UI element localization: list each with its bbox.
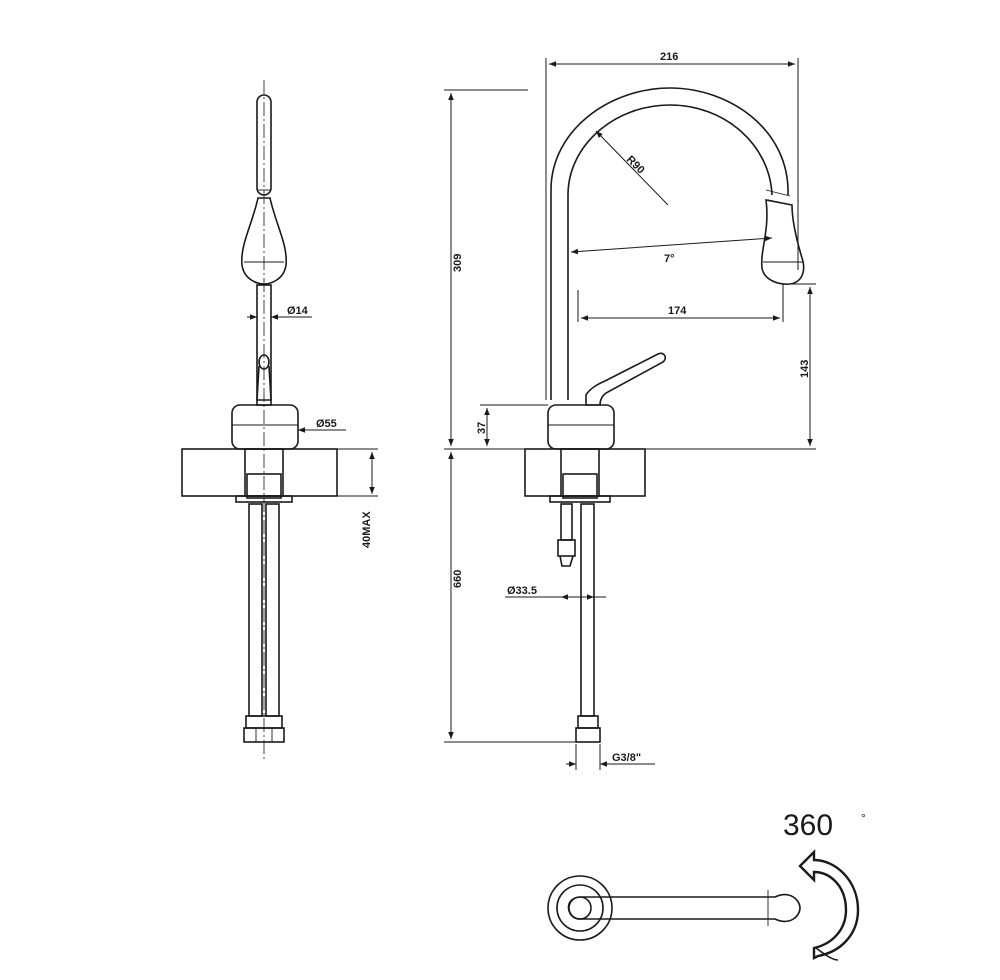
side-hose [580, 503, 595, 717]
dim-width-total: 216 [660, 51, 678, 63]
top-base-outer [547, 875, 613, 941]
dim-angle: 7° [664, 253, 675, 265]
side-base [547, 404, 615, 450]
dim-shank-diameter: Ø33.5 [507, 585, 537, 597]
side-fixing-rod [560, 503, 573, 541]
side-spout-arch [550, 87, 789, 400]
dim-radius: R90 [624, 154, 647, 177]
side-dimensions: 216 309 37 660 R90 7° 174 143 [444, 51, 816, 770]
rotation-value: 360 [783, 809, 833, 842]
top-base-inner [556, 884, 604, 932]
dim-reach: 174 [668, 305, 687, 317]
front-pipe [256, 94, 272, 196]
dim-pipe-diameter: Ø14 [287, 305, 309, 317]
dim-base-diameter: Ø55 [316, 418, 337, 430]
front-lever [258, 354, 270, 370]
dim-thread: G3/8" [612, 752, 641, 764]
rotation-unit: ° [861, 811, 866, 825]
dim-spout-height: 143 [799, 360, 811, 378]
rotation-indicator: 360 ° [783, 809, 866, 961]
dim-height-total: 309 [452, 254, 464, 272]
front-hose-left [248, 503, 263, 717]
dim-deck-thickness: 40MAX [361, 511, 373, 548]
side-spout-head [760, 199, 805, 285]
dim-base-height: 37 [476, 422, 488, 434]
side-view [524, 87, 805, 743]
side-hose-nut [575, 727, 601, 743]
side-deck-section [524, 448, 646, 497]
front-deck-section [181, 448, 338, 497]
front-spout-head [241, 197, 287, 285]
front-dimensions: Ø14 Ø55 40MAX [247, 305, 378, 548]
top-view [547, 875, 801, 941]
front-hose-nut [243, 727, 285, 743]
front-base [231, 404, 299, 450]
side-lever [585, 352, 666, 406]
front-hose-right [265, 503, 280, 717]
front-view [181, 80, 338, 760]
dim-hose-length: 660 [452, 570, 464, 588]
rotation-arrow-icon [798, 849, 860, 960]
